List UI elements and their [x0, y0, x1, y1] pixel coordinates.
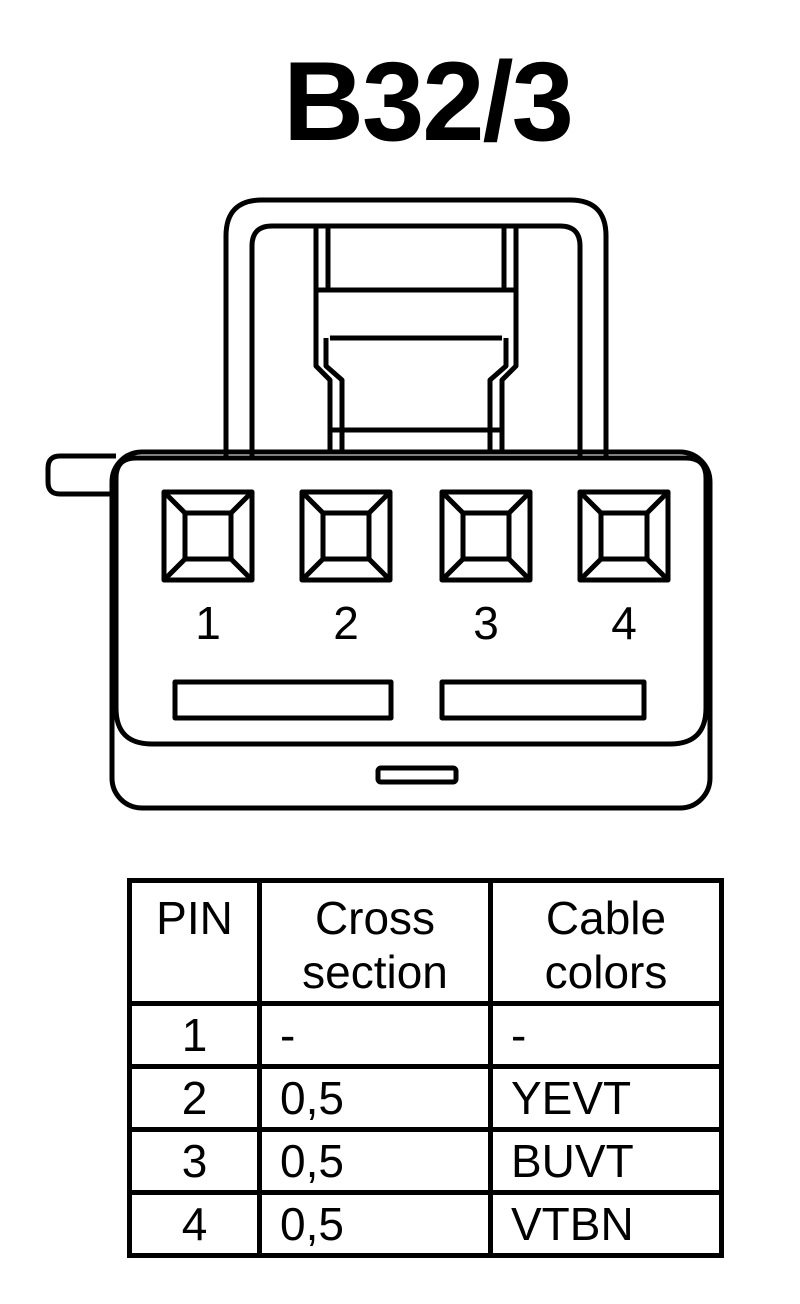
header-cross-line2: section [302, 946, 448, 998]
header-cross-line1: Cross [314, 892, 436, 944]
pin-label-3: 3 [473, 597, 499, 649]
table-header-row: PIN Cross section Cable colors [127, 878, 724, 1006]
pin-cavity-2 [299, 489, 393, 583]
cell-pin: 3 [127, 1127, 262, 1195]
cell-pin: 4 [127, 1190, 262, 1258]
header-pin: PIN [127, 878, 262, 1006]
pin-label-2: 2 [333, 597, 359, 649]
cell-cross-section: 0,5 [257, 1064, 493, 1132]
pin-label-1: 1 [195, 597, 221, 649]
pin-table: PIN Cross section Cable colors 1 - - 2 0… [127, 878, 724, 1258]
header-pin-label: PIN [156, 892, 233, 944]
table-row: 2 0,5 YEVT [127, 1064, 724, 1132]
table-row: 1 - - [127, 1001, 724, 1069]
key-slot-left [172, 679, 394, 721]
connector-drawing [45, 197, 713, 811]
cell-cross-section: 0,5 [257, 1190, 493, 1258]
connector-body [109, 449, 713, 811]
cell-cable-colors: YEVT [488, 1064, 724, 1132]
header-color-line2: colors [544, 946, 668, 998]
cell-cable-colors: BUVT [488, 1127, 724, 1195]
bottom-slot [375, 765, 459, 785]
header-color-line1: Cable [545, 892, 667, 944]
connector-title: B32/3 [283, 39, 574, 164]
cell-pin: 1 [127, 1001, 262, 1069]
table-row: 4 0,5 VTBN [127, 1190, 724, 1258]
latch-outer [223, 197, 609, 458]
pin-label-4: 4 [611, 597, 637, 649]
latch-tongue [313, 228, 519, 293]
cell-cross-section: 0,5 [257, 1127, 493, 1195]
cell-cross-section: - [257, 1001, 493, 1069]
side-tab [45, 453, 116, 497]
cell-pin: 2 [127, 1064, 262, 1132]
pin-cavity-4 [577, 489, 671, 583]
pin-cavity-1 [161, 489, 255, 583]
header-cable-colors: Cable colors [488, 878, 724, 1006]
connector-face [113, 455, 709, 747]
table-row: 3 0,5 BUVT [127, 1127, 724, 1195]
header-cross-section: Cross section [257, 878, 493, 1006]
cell-cable-colors: VTBN [488, 1190, 724, 1258]
key-slot-right [439, 679, 647, 721]
pin-cavity-3 [439, 489, 533, 583]
latch-inner [249, 223, 583, 456]
cell-cable-colors: - [488, 1001, 724, 1069]
